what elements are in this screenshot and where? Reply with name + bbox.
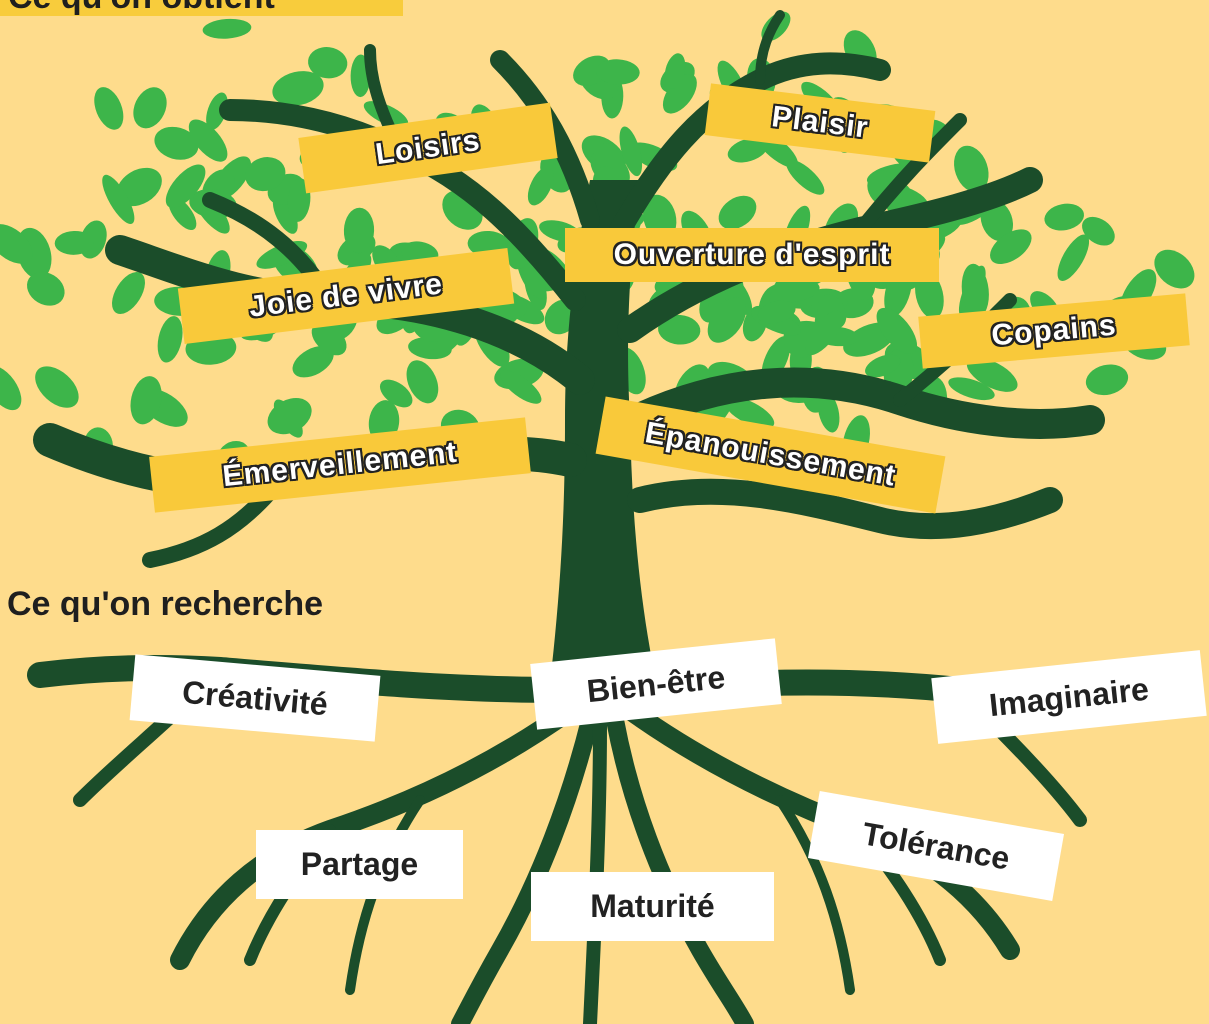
branch [609,52,891,241]
leaf [130,376,162,425]
leaf [1057,234,1090,281]
leaf [1082,216,1115,246]
leaf [527,166,554,206]
leaf [718,195,757,230]
fruit-label-ouverture: Ouverture d'esprit [565,228,939,282]
leaf [54,230,94,255]
leaf [0,224,33,264]
root-label-partage: Partage [256,830,463,899]
leaf [292,345,334,378]
leaf [1154,249,1195,289]
heading-what-we-seek: Ce qu'on recherche [7,585,324,623]
leaf [865,354,901,378]
leaf [1085,364,1129,396]
leaf [500,370,542,404]
branch [755,10,785,85]
leaf [707,297,747,343]
leaf [343,207,375,254]
leaf [966,357,1018,392]
branch [627,478,1063,540]
leaf [757,300,796,324]
leaf [664,53,686,89]
leaf [379,379,413,408]
heading-what-we-get: Ce qu'on obtient [0,0,403,16]
leaf [0,365,22,411]
leaf [154,126,199,160]
root-label-maturite: Maturité [531,872,774,941]
leaf [102,174,135,224]
leaf [961,263,989,318]
leaf [662,73,697,114]
leaf [805,310,843,356]
leaf [94,87,124,130]
leaf [112,272,145,314]
leaf [954,145,989,193]
leaf [876,307,918,354]
leaf [948,377,995,401]
leaf [724,396,775,429]
leaf [406,360,439,404]
leaf [595,59,640,85]
leaf [165,164,206,208]
leaf [308,47,348,79]
leaf [133,87,167,129]
leaf [619,126,643,177]
root [775,795,855,995]
leaf [727,137,768,163]
branch [620,367,1105,439]
leaf [157,316,183,363]
leaf [27,271,65,306]
leaf [1044,203,1084,231]
leaf [206,92,228,130]
leaf [273,399,303,438]
leaf [272,71,324,106]
branch [853,113,967,237]
leaf [990,229,1032,265]
leaf [658,314,701,345]
leaf [786,159,825,195]
leaf [311,322,347,356]
leaf [35,366,79,408]
root [451,711,599,1024]
leaf [202,18,252,39]
leaf [188,119,228,162]
leaf [245,157,286,192]
leaf [116,167,162,207]
root [583,718,607,1024]
